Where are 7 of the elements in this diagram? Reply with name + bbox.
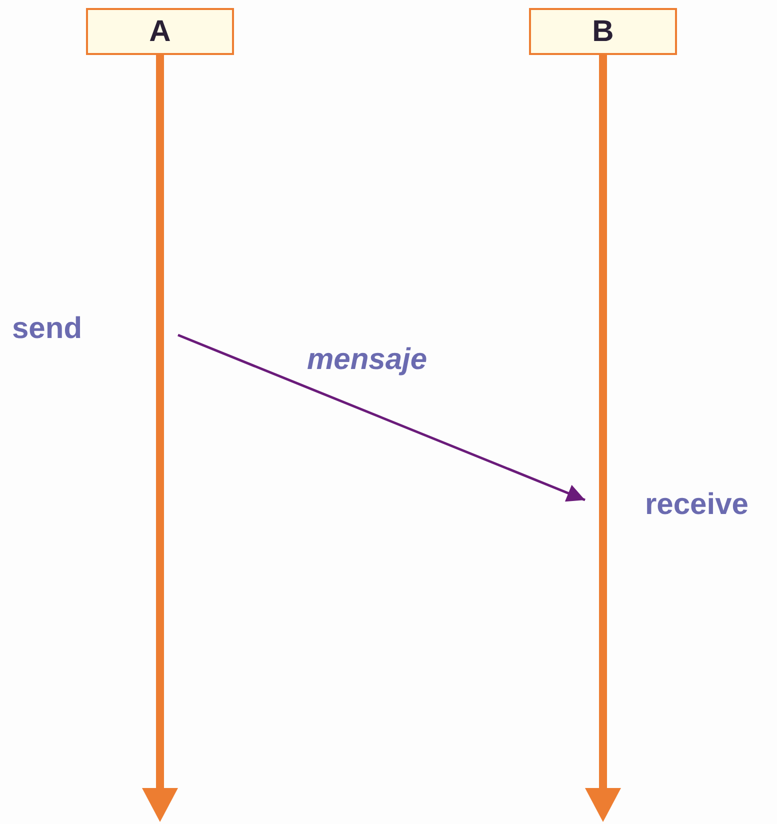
event-label: send (12, 312, 82, 346)
participant-box: B (529, 8, 677, 55)
event-label: receive (645, 488, 748, 522)
message-arrow (178, 334, 586, 502)
lifeline-arrow (585, 55, 621, 822)
participant-box: A (86, 8, 234, 55)
lifeline-arrow (142, 55, 178, 822)
